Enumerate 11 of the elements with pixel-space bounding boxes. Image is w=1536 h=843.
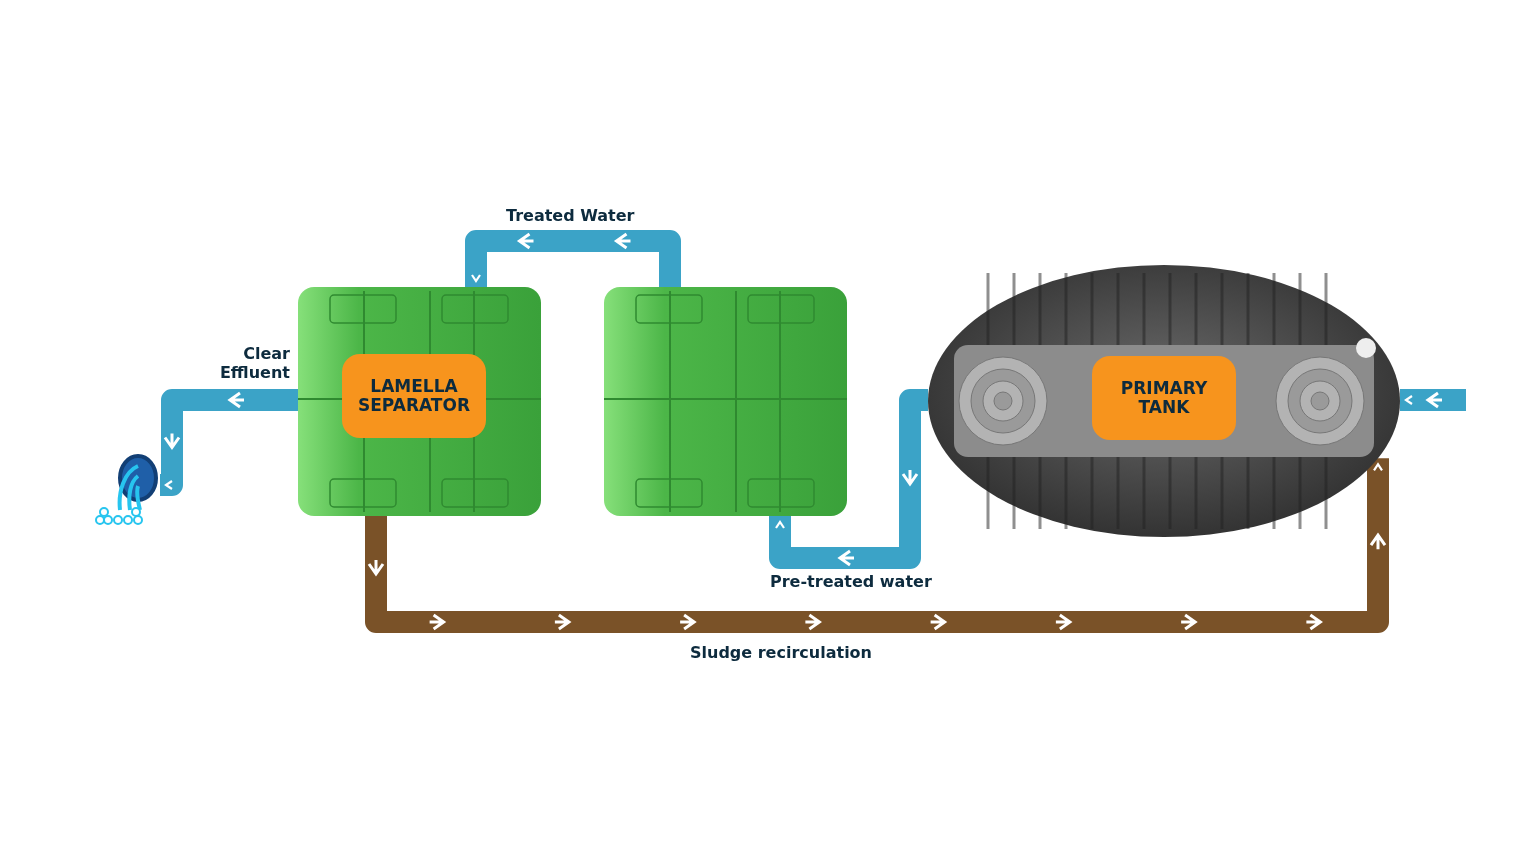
- tank-label: PRIMARY TANK: [1092, 356, 1236, 440]
- edge-label: Sludge recirculation: [690, 643, 872, 662]
- pipe-arrow: [365, 458, 1389, 633]
- pipe-arrow: [1400, 389, 1466, 411]
- pipe-arrow: [160, 389, 298, 496]
- tank-label: LAMELLA SEPARATOR: [342, 354, 486, 438]
- edge-label: Clear Effluent: [218, 344, 290, 382]
- pipe-arrow: [465, 230, 681, 287]
- edge-label: Pre-treated water: [770, 572, 932, 591]
- edge-label: Treated Water: [506, 206, 635, 225]
- pipe-arrow: [769, 389, 928, 569]
